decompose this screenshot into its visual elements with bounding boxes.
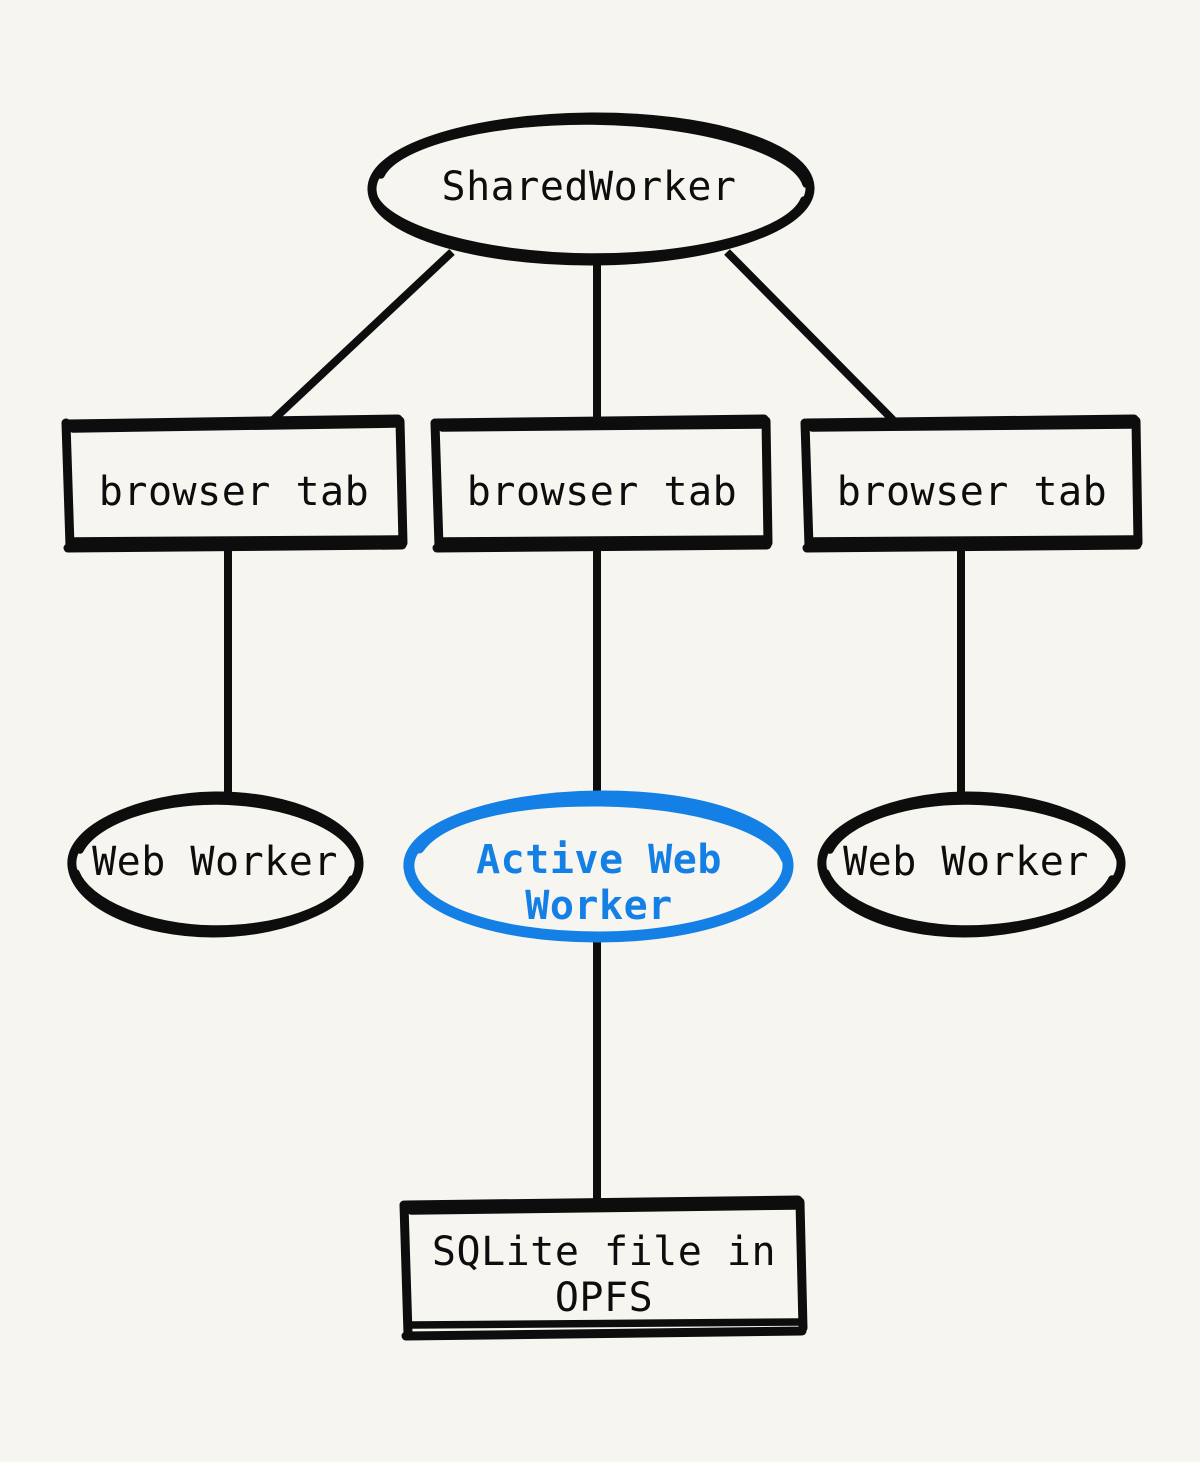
active-web-worker-ellipse-fill xyxy=(408,796,786,936)
browser-tab-left-stroke-overdraw xyxy=(68,420,402,545)
shared-worker-ellipse-fill xyxy=(368,116,808,260)
browser-tab-right-stroke xyxy=(800,414,1143,553)
node-active-web-worker[interactable]: Active Web Worker xyxy=(403,790,794,943)
browser-tab-right-fill xyxy=(805,419,1138,547)
shared-worker-label: SharedWorker xyxy=(442,164,737,210)
web-worker-left-ellipse-overdraw2 xyxy=(72,869,356,933)
web-worker-right-ellipse-overdraw xyxy=(826,797,1123,861)
browser-tab-left-label: browser tab xyxy=(99,469,369,515)
sqlite-file-stroke xyxy=(399,1195,808,1341)
browser-tab-left-fill xyxy=(66,419,403,547)
browser-tab-right-label: browser tab xyxy=(837,469,1107,515)
edge-group xyxy=(224,249,965,1203)
browser-tab-center-stroke xyxy=(430,414,773,553)
node-browser-tab-left[interactable]: browser tab xyxy=(61,414,408,553)
web-worker-right-ellipse-stroke xyxy=(817,791,1126,938)
shared-worker-ellipse-stroke-overdraw xyxy=(377,117,810,188)
web-worker-left-ellipse-overdraw xyxy=(76,797,361,861)
web-worker-right-ellipse-overdraw2 xyxy=(822,869,1116,933)
browser-tab-center-fill xyxy=(435,419,768,547)
shared-worker-ellipse-stroke-overdraw2 xyxy=(371,195,808,261)
active-web-worker-label-line1: Active Web xyxy=(476,837,722,883)
active-web-worker-ellipse-overdraw xyxy=(413,795,792,864)
web-worker-right-label: Web Worker xyxy=(843,839,1089,885)
sqlite-file-label-line1: SQLite file in xyxy=(432,1229,776,1275)
node-web-worker-right[interactable]: Web Worker xyxy=(817,791,1126,938)
browser-tab-center-label: browser tab xyxy=(467,469,737,515)
node-web-worker-left[interactable]: Web Worker xyxy=(67,791,364,938)
browser-tab-right-stroke-overdraw xyxy=(807,421,1137,545)
browser-tab-center-stroke-overdraw xyxy=(437,421,767,545)
node-browser-tab-right[interactable]: browser tab xyxy=(800,414,1143,553)
active-web-worker-label-line2: Worker xyxy=(525,883,673,929)
sqlite-file-stroke-overdraw xyxy=(407,1202,802,1329)
web-worker-left-label: Web Worker xyxy=(92,839,338,885)
node-sqlite-file[interactable]: SQLite file in OPFS xyxy=(399,1195,808,1341)
node-browser-tab-center[interactable]: browser tab xyxy=(430,414,773,553)
web-worker-left-ellipse-fill xyxy=(70,796,358,932)
node-shared-worker[interactable]: SharedWorker xyxy=(367,112,815,266)
sqlite-file-label-line2: OPFS xyxy=(555,1275,653,1321)
sqlite-file-fill xyxy=(404,1199,803,1335)
browser-tab-left-stroke xyxy=(61,414,408,553)
edge-sharedworker-to-browser-tab-right xyxy=(724,249,896,423)
edge-sharedworker-to-browser-tab-left xyxy=(270,249,455,423)
web-worker-right-ellipse-fill xyxy=(820,796,1120,932)
